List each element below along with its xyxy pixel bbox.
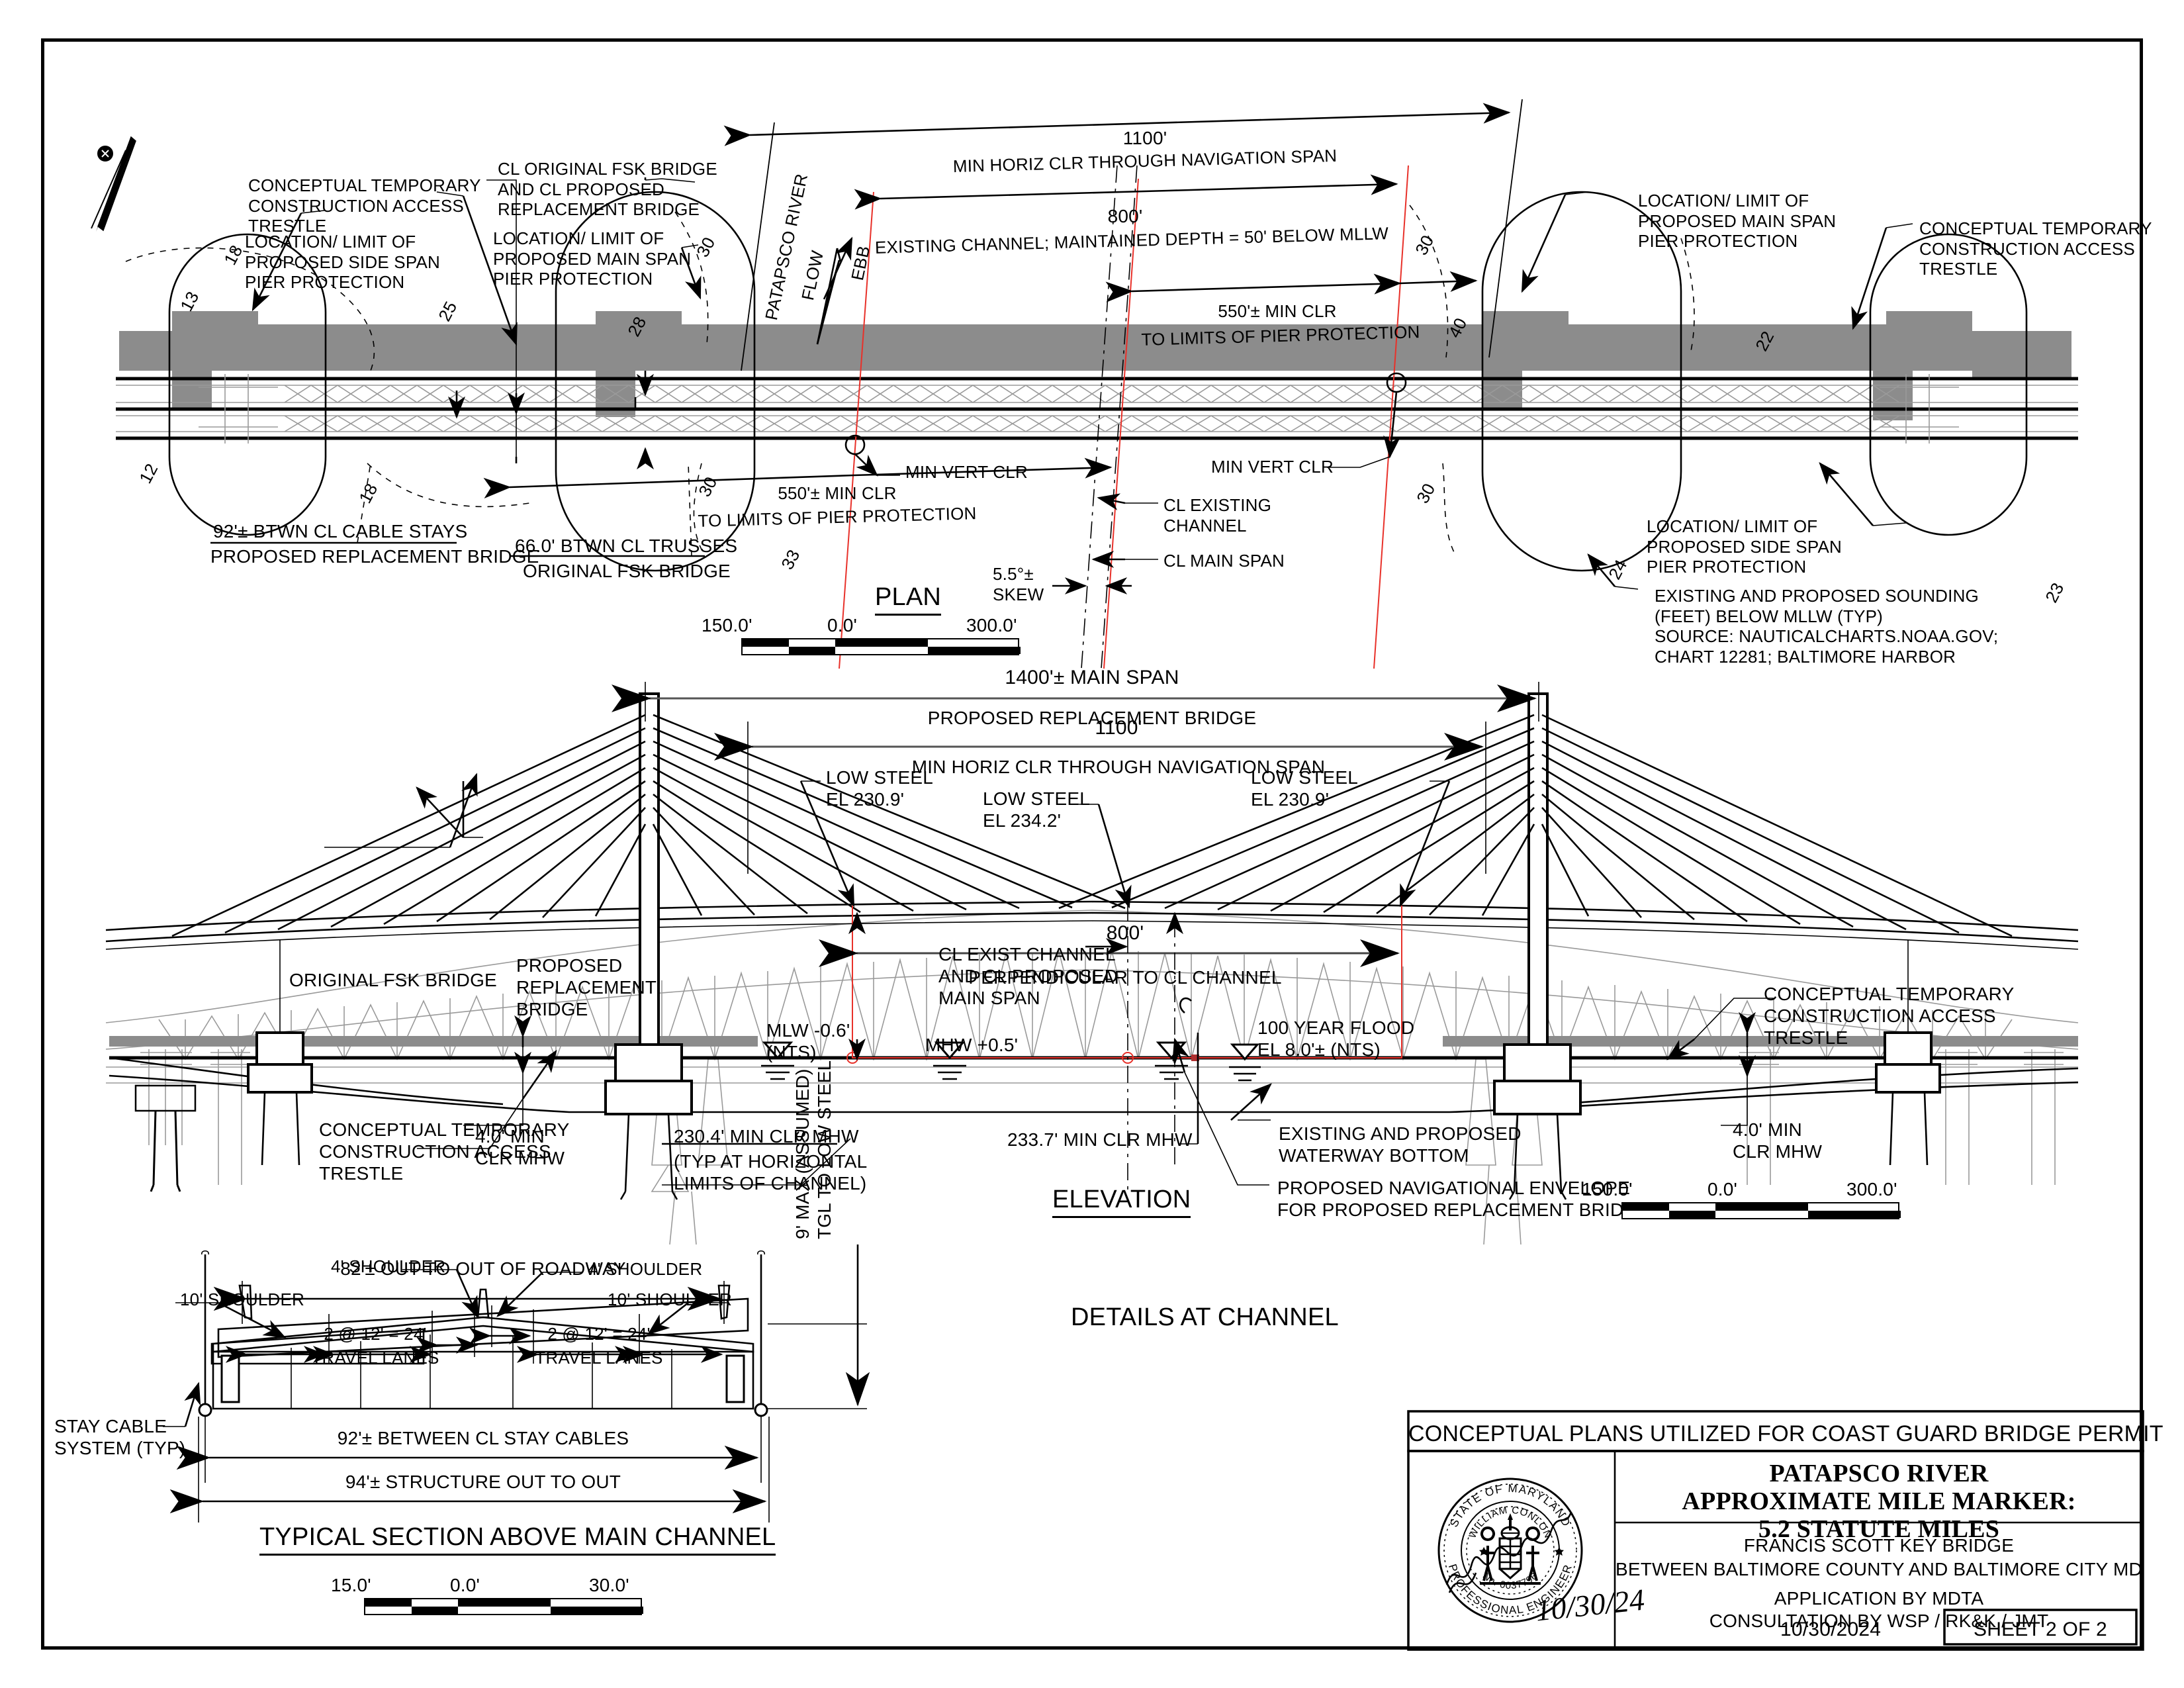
sheet-border (41, 38, 2143, 1650)
titleblock-date: 10/30/2024 (1780, 1618, 1882, 1640)
details-at-channel-heading: DETAILS AT CHANNEL (1071, 1303, 1339, 1331)
north-arrow-icon (91, 136, 136, 232)
flood-elev-symbol (1229, 1043, 1261, 1082)
elevation-view-graphics (105, 682, 2079, 1245)
plan-dim-800-value: 800' (1107, 206, 1143, 226)
elev-dim-800-value: 800' (1106, 922, 1144, 944)
plan-label-skew: 5.5°±SKEW (993, 564, 1044, 604)
section-view-graphics (163, 1244, 870, 1523)
plan-dim-trusses-sub: ORIGINAL FSK BRIDGE (523, 561, 731, 581)
section-label-lanes-right: 2 @ 12' = 24' (547, 1324, 651, 1344)
section-scale-mid: 0.0' (450, 1575, 480, 1595)
titleblock-banner: CONCEPTUAL PLANS UTILIZED FOR COAST GUAR… (1408, 1421, 2163, 1446)
section-label-lanes-left: 2 @ 12' = 24' (324, 1324, 427, 1344)
section-scale-bar: 15.0' 0.0' 30.0' (331, 1574, 649, 1615)
elev-label-original-bridge: ORIGINAL FSK BRIDGE (289, 970, 497, 990)
elev-label-mlw: MLW -0.6'(NTS) (766, 1020, 850, 1063)
elevation-scale-bar: 150.0' 0.0' 300.0' (1582, 1178, 1901, 1219)
titleblock-line1: PATAPSCO RIVER (1769, 1460, 1989, 1487)
plan-dim-cable-stays-sub: PROPOSED REPLACEMENT BRIDGE (210, 546, 539, 567)
plan-dim-550-value-r: 550'± MIN CLR (1218, 301, 1337, 321)
elev-dim-800-desc: PERPENDICULAR TO CL CHANNEL (968, 967, 1282, 988)
flood-symbol (1155, 1041, 1188, 1080)
elev-label-mhw: MHW +0.5' (925, 1035, 1019, 1055)
elev-dim-1100-value: 1100' (1095, 717, 1142, 739)
section-label-4ft-shoulder-left: 4' SHOULDER (331, 1256, 446, 1276)
section-label-10ft-shoulder-left: 10' SHOULDER (180, 1289, 304, 1309)
plan-label-cl-main-span: CL MAIN SPAN (1163, 551, 1285, 571)
titleblock-sheet: SHEET 2 OF 2 (1974, 1618, 2107, 1640)
elev-dim-1100-desc: MIN HORIZ CLR THROUGH NAVIGATION SPAN (911, 757, 1326, 777)
plan-view-graphics (116, 99, 2078, 669)
plan-dim-1100-value: 1100' (1122, 128, 1167, 148)
elev-scale-right: 300.0' (1846, 1179, 1897, 1199)
plan-dim-cable-stays: 92'± BTWN CL CABLE STAYS (213, 521, 468, 541)
elevation-view-title: ELEVATION (1052, 1185, 1191, 1218)
section-dim-structure-out-to-out: 94'± STRUCTURE OUT TO OUT (345, 1472, 621, 1492)
titleblock-line3: 5.2 STATUTE MILES (1758, 1515, 2000, 1543)
section-dim-between-cl-stay: 92'± BETWEEN CL STAY CABLES (337, 1428, 629, 1448)
plan-scale-right: 300.0' (966, 615, 1017, 635)
plan-dim-550-value-l: 550'± MIN CLR (778, 483, 897, 503)
plan-scale-mid: 0.0' (827, 615, 858, 635)
titleblock-counties: BETWEEN BALTIMORE COUNTY AND BALTIMORE C… (1615, 1559, 2142, 1579)
mlw-symbol (761, 1041, 794, 1080)
elev-label-2337-clr: 233.7' MIN CLR MHW (1007, 1129, 1193, 1150)
section-label-lanes-left-sub: TRAVEL LANES (311, 1348, 439, 1368)
section-label-tgl-low-steel: 9' MAX (ASSUMED)TGL TO LOW STEEL (792, 1060, 835, 1239)
section-scale-left: 15.0' (331, 1575, 371, 1595)
titleblock-application: APPLICATION BY MDTA (1774, 1588, 1984, 1609)
mhw-symbol (933, 1041, 966, 1080)
plan-label-min-vert-clr-left: MIN VERT CLR (905, 462, 1028, 482)
section-view-title: TYPICAL SECTION ABOVE MAIN CHANNEL (259, 1523, 776, 1556)
section-label-out-to-out-roadway: 82'± OUT TO OUT OF ROADWAY (340, 1258, 626, 1279)
titleblock-frame (1407, 1410, 2144, 1651)
plan-scale-bar: 150.0' 0.0' 300.0' (702, 614, 1021, 655)
plan-view-title: PLAN (875, 583, 942, 616)
section-label-lanes-right-sub: TRAVEL LANES (535, 1348, 663, 1368)
section-label-4ft-shoulder-right: 4' SHOULDER (588, 1259, 703, 1279)
elev-dim-1400-value: 1400'± MAIN SPAN (1005, 667, 1179, 688)
plan-label-min-vert-clr-right: MIN VERT CLR (1211, 457, 1334, 477)
titleblock-line2: APPROXIMATE MILE MARKER: (1682, 1487, 2076, 1515)
elev-label-2304-clr: 230.4' MIN CLR MHW (674, 1126, 859, 1147)
section-label-10ft-shoulder-right: 10' SHOULDER (608, 1289, 732, 1309)
elev-scale-left: 150.0' (1582, 1179, 1633, 1199)
titleblock-consultation: CONSULTATION BY WSP / RK&K / JMT (1709, 1611, 2049, 1631)
section-scale-right: 30.0' (589, 1575, 629, 1595)
plan-label-sounding-note: EXISTING AND PROPOSED SOUNDING(FEET) BEL… (1655, 586, 1999, 667)
plan-dim-trusses: 66.0' BTWN CL TRUSSES (515, 536, 738, 556)
professional-engineer-seal (1437, 1477, 1583, 1623)
titleblock-bridge: FRANCIS SCOTT KEY BRIDGE (1743, 1535, 2015, 1556)
plan-scale-left: 150.0' (702, 615, 752, 635)
elev-dim-1400-desc: PROPOSED REPLACEMENT BRIDGE (927, 708, 1257, 728)
elev-scale-mid: 0.0' (1707, 1179, 1738, 1199)
